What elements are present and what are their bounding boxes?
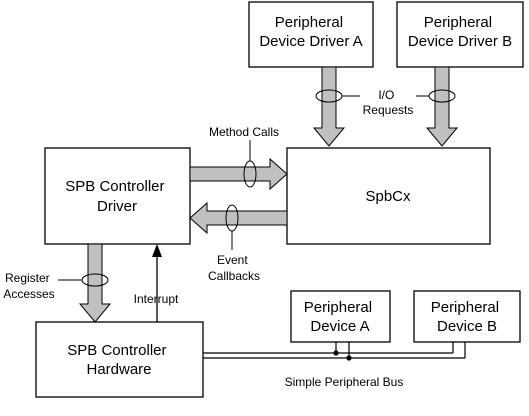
driver-a-label: Peripheral Device Driver A [259, 14, 362, 50]
device-b-box [413, 290, 521, 343]
controller-driver-box [44, 147, 191, 245]
simple-peripheral-bus-label: Simple Peripheral Bus [285, 375, 404, 389]
bus-junction-2 [346, 355, 352, 361]
interrupt-label: Interrupt [134, 292, 179, 306]
driver-a-box [248, 1, 374, 68]
io-arrow-b [425, 66, 459, 147]
device-a-box [290, 290, 391, 343]
driver-b-label: Peripheral Device Driver B [408, 14, 512, 50]
interrupt-arrowhead [152, 244, 162, 257]
device-a-label: Peripheral Device A [304, 299, 377, 335]
event-callbacks-label: Event Callbacks [208, 253, 260, 283]
controller-hardware-label: SPB Controller Hardware [67, 342, 170, 378]
io-requests-label: I/O Requests [363, 88, 414, 117]
simple-peripheral-bus-lines [203, 342, 466, 359]
register-accesses-label: Register Accesses [3, 271, 54, 301]
spbcx-box [286, 147, 491, 245]
device-b-label: Peripheral Device B [431, 299, 504, 335]
register-accesses-arrow [78, 243, 112, 323]
driver-b-box [396, 1, 524, 68]
method-calls-arrow [189, 157, 288, 191]
method-calls-label: Method Calls [209, 125, 279, 139]
bus-junction-1 [333, 350, 339, 356]
spbcx-label: SpbCx [365, 188, 411, 205]
controller-driver-label: SPB Controller Driver [65, 178, 168, 215]
controller-hardware-box [35, 321, 204, 398]
io-arrow-a [312, 66, 346, 147]
